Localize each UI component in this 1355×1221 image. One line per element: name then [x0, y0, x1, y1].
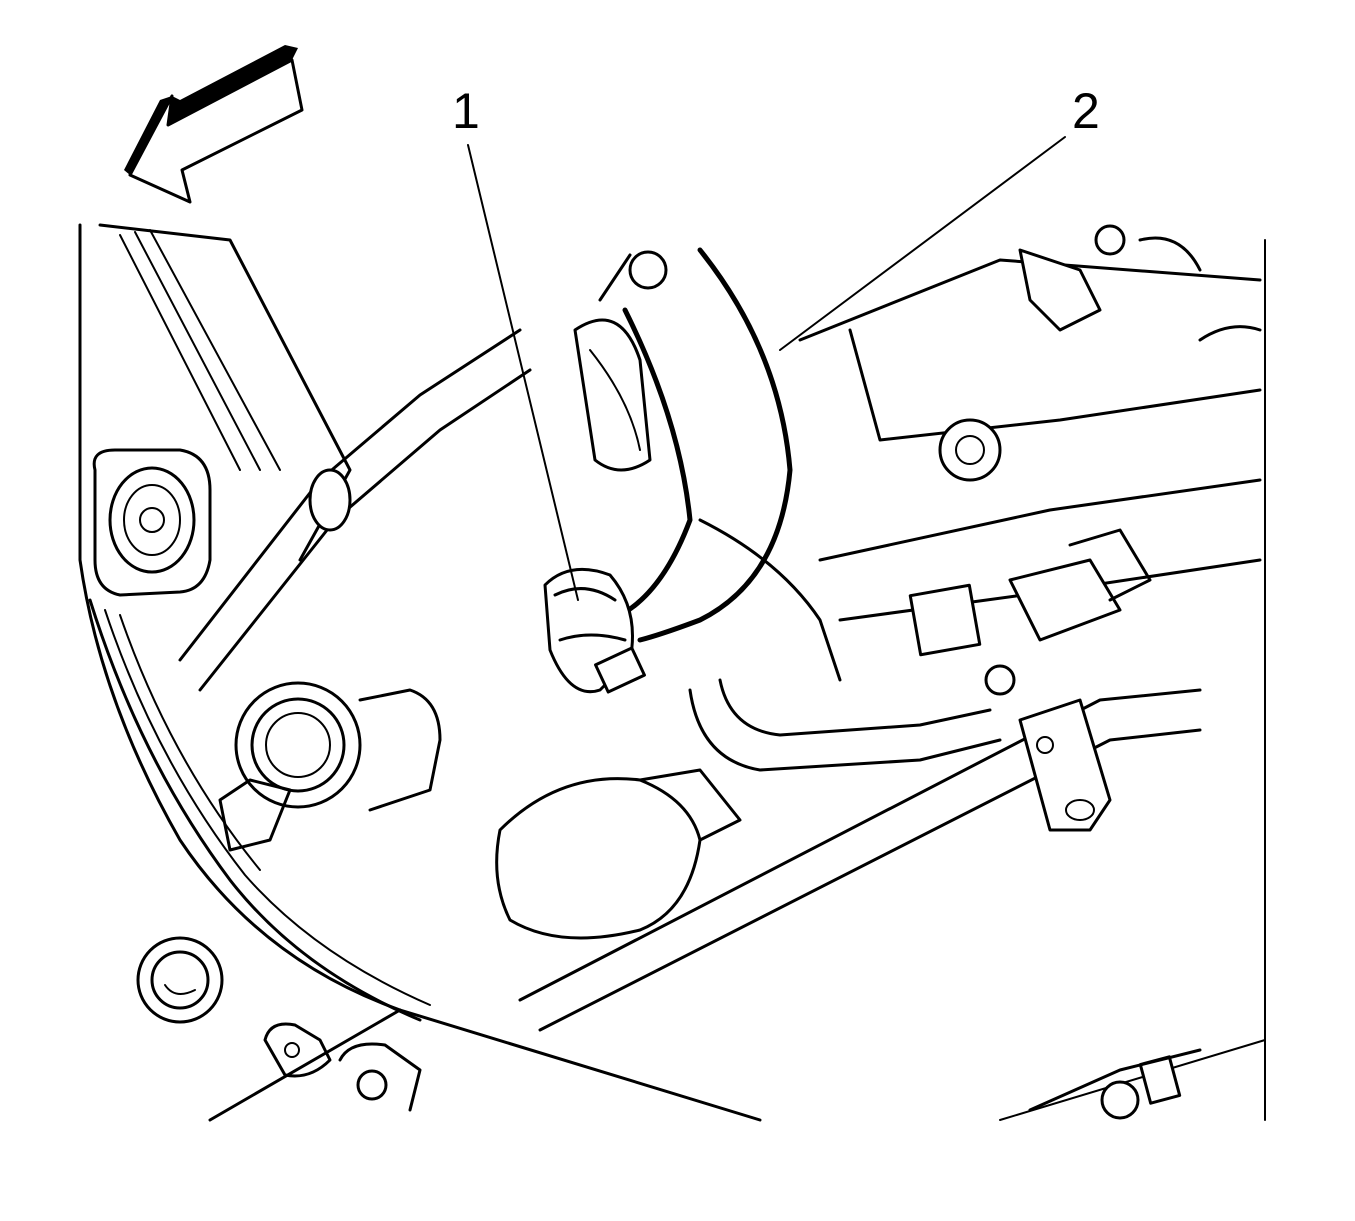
drawing-frame [78, 223, 1266, 1122]
callout-2: 2 [1072, 83, 1100, 139]
radiator-housing [88, 223, 431, 1022]
canister [495, 768, 742, 940]
lower-hose [688, 518, 1002, 772]
hose-clamp [543, 567, 646, 694]
coolant-hose [573, 247, 793, 643]
hose-clip [1018, 224, 1262, 342]
direction-arrow-icon [124, 45, 304, 204]
bolt-assembly [1028, 1048, 1202, 1120]
callout-1: 1 [452, 83, 480, 139]
electrical-connector [908, 528, 1152, 657]
lower-mount-bracket [263, 1022, 422, 1112]
grommet [136, 936, 224, 1024]
leader-line-1 [467, 144, 579, 601]
crossover-pipe [178, 328, 532, 692]
right-rail [518, 258, 1262, 1032]
leader-line-2 [779, 136, 1066, 351]
thermostat-outlet [218, 681, 442, 852]
mounting-bracket [1018, 698, 1112, 832]
leader-lines [467, 136, 1066, 601]
